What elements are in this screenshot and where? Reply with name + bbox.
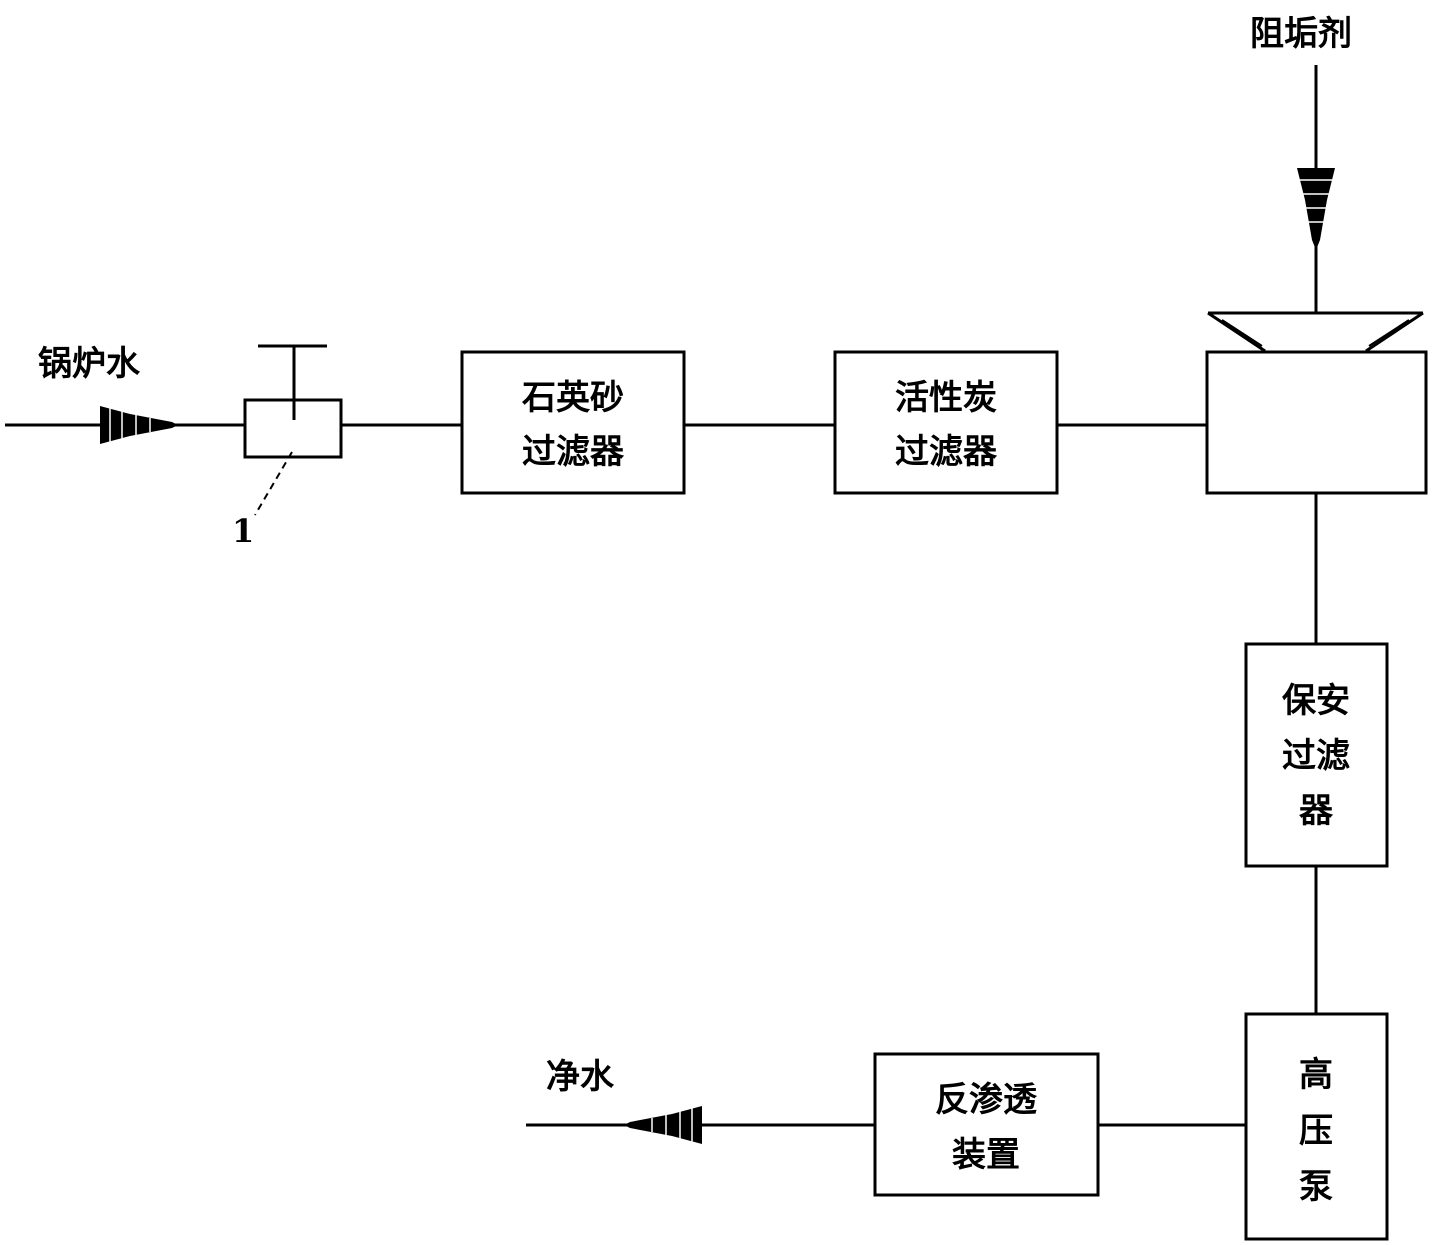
boiler-water-label: 锅炉水 bbox=[38, 344, 141, 384]
high-pressure-pump-line-3: 泵 bbox=[1299, 1167, 1333, 1207]
activated-carbon-filter-line-2: 过滤器 bbox=[895, 432, 998, 472]
security-filter-line-2: 过滤 bbox=[1282, 736, 1350, 776]
quartz-sand-filter-box: 石英砂 过滤器 bbox=[460, 350, 686, 495]
valve-1 bbox=[243, 344, 343, 516]
clean-water-label: 净水 bbox=[546, 1057, 615, 1097]
antiscalant-flow-arrow bbox=[1297, 168, 1335, 250]
dosing-funnel bbox=[1207, 311, 1424, 353]
antiscalant-label: 阻垢剂 bbox=[1250, 14, 1352, 54]
dosing-tank-box bbox=[1205, 350, 1428, 495]
security-filter-box: 保安 过滤 器 bbox=[1244, 642, 1389, 868]
inlet-flow-arrow bbox=[100, 406, 178, 444]
outlet-flow-arrow bbox=[624, 1106, 702, 1144]
activated-carbon-filter-line-1: 活性炭 bbox=[895, 378, 997, 418]
high-pressure-pump-line-2: 压 bbox=[1299, 1111, 1333, 1151]
reverse-osmosis-box: 反渗透 装置 bbox=[873, 1052, 1100, 1197]
quartz-sand-filter-line-1: 石英砂 bbox=[521, 378, 624, 418]
high-pressure-pump-line-1: 高 bbox=[1299, 1055, 1333, 1095]
reverse-osmosis-line-2: 装置 bbox=[952, 1135, 1020, 1175]
activated-carbon-filter-box: 活性炭 过滤器 bbox=[833, 350, 1059, 495]
security-filter-line-1: 保安 bbox=[1282, 681, 1350, 721]
reverse-osmosis-line-1: 反渗透 bbox=[935, 1080, 1038, 1120]
security-filter-line-3: 器 bbox=[1299, 791, 1334, 831]
valve-number-label: 1 bbox=[232, 512, 254, 550]
quartz-sand-filter-line-2: 过滤器 bbox=[522, 432, 625, 472]
high-pressure-pump-box: 高 压 泵 bbox=[1244, 1012, 1389, 1241]
